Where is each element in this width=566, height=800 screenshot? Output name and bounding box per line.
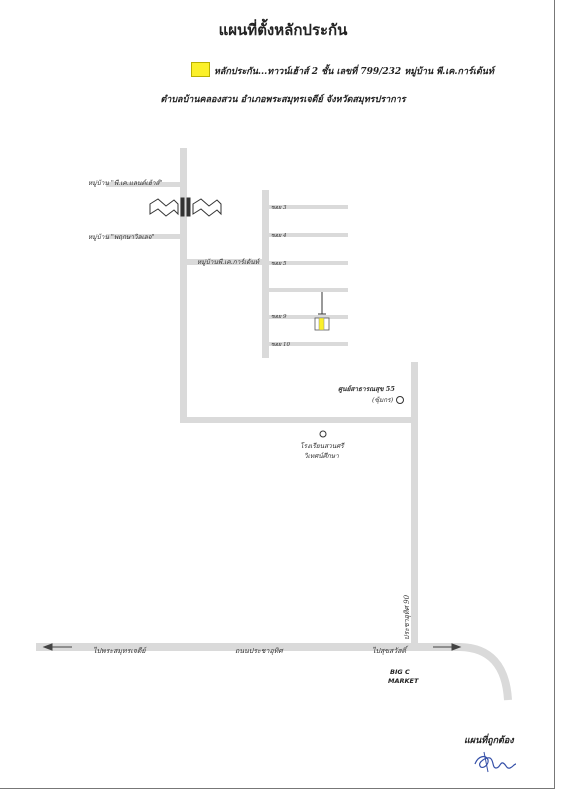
label-village-pk-land: หมู่บ้าน "พี.เค.แลนด์เฮ้าส์" [88,179,163,187]
label-health-center-sub: (ซุ้มกร) [372,396,394,404]
road-main-curve [440,643,512,701]
soi-road-3 [266,261,348,265]
legend-text: หลักประกัน...ทาวน์เฮ้าส์ 2 ชั้น เลขที่ 7… [214,67,494,77]
label-soi-9: ซอย 9 [271,314,287,320]
label-soi-3: ซอย 3 [271,205,287,211]
label-health-center: ศูนย์สาธารณสุข 55 [338,385,395,393]
label-soi-5: ซอย 5 [271,261,287,267]
label-big-c-market: MARKET [388,677,419,685]
legend-swatch [191,62,210,77]
school-icon [319,430,327,438]
signature-mark [474,751,517,773]
label-soi-4: ซอย 4 [271,233,287,239]
village-gate-icon [149,197,222,217]
soi-road-4 [266,288,348,292]
label-school-line2: วิเทศน์ศึกษา [304,452,339,460]
soi-road-5 [266,315,348,319]
map-title: แผนที่ตั้งหลักประกัน [218,21,348,39]
label-vertical-road: ประชาอุทิศ 90 [403,594,411,640]
label-main-road: ถนนประชาอุทิศ [235,647,283,655]
road-branch-upper [106,182,184,187]
label-soi-10: ซอย 10 [271,342,291,348]
soi-road-6 [266,342,348,346]
health-center-icon [396,396,404,404]
road-village-vertical [180,148,187,422]
collateral-marker [314,292,330,331]
road-bottom-horizontal [180,417,418,423]
signature-text: แผนที่ถูกต้อง [464,736,514,746]
road-right-vertical [411,362,418,645]
label-school-line1: โรงเรียนสวนศรี [300,442,344,450]
soi-road-2 [266,233,348,237]
road-branch-lower [106,234,184,239]
road-garden-connector [184,259,269,265]
arrow-left-head [42,643,53,651]
label-right-direction: ไปสุขสวัสดิ์ [372,647,407,655]
page-frame [0,0,555,789]
label-village-pk-garden: หมู่บ้านพี.เค.การ์เด้นท์ [197,258,260,266]
road-garden-vertical [262,190,269,358]
road-main [36,643,441,651]
label-village-prakan: หมู่บ้าน "พฤกษาวิลเลจ" [88,233,155,241]
location-line: ตำบลบ้านคลองสวน อำเภอพระสมุทรเจดีย์ จังห… [160,95,406,105]
soi-road-1 [266,205,348,209]
label-big-c: BIG C [390,668,410,676]
arrow-right-head [451,643,462,651]
label-left-direction: ไปพระสมุทรเจดีย์ [93,647,146,655]
